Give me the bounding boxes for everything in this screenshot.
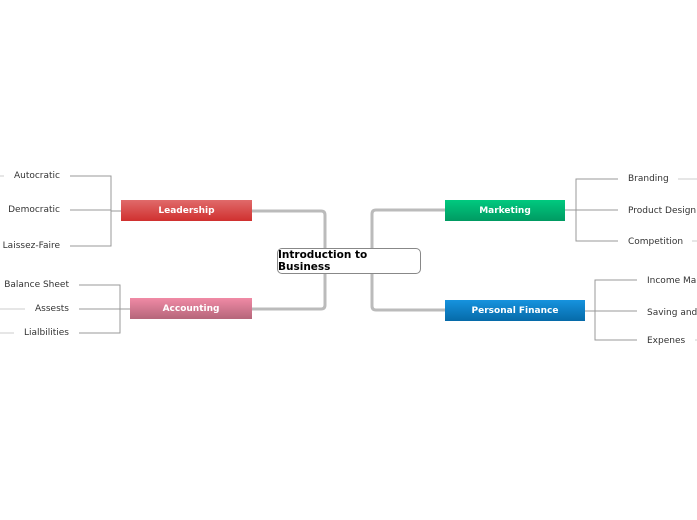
subtopic-assests[interactable]: Assests [35,304,69,314]
subtopic-product-design[interactable]: Product Design [628,206,697,216]
subtopic-branding[interactable]: Branding [628,174,669,184]
subtopic-income[interactable]: Income Ma [647,276,697,286]
subtopic-liabilities[interactable]: Lialbilities [24,328,69,338]
subtopic-competition[interactable]: Competition [628,237,684,247]
subtopic-autocratic[interactable]: Autocratic [13,171,60,181]
topic-leadership[interactable]: Leadership [121,200,252,221]
subtopic-balance-sheet[interactable]: Balance Sheet [4,280,69,290]
subtopic-laissez-faire[interactable]: Laissez-Faire [2,241,60,251]
topic-marketing[interactable]: Marketing [445,200,565,221]
topic-personal-finance[interactable]: Personal Finance [445,300,585,321]
subtopic-expenses[interactable]: Expenes [647,336,686,346]
central-topic[interactable]: Introduction to Business [277,248,421,274]
subtopic-saving[interactable]: Saving and [647,308,697,318]
subtopic-democratic[interactable]: Democratic [8,205,60,215]
topic-accounting[interactable]: Accounting [130,298,252,319]
